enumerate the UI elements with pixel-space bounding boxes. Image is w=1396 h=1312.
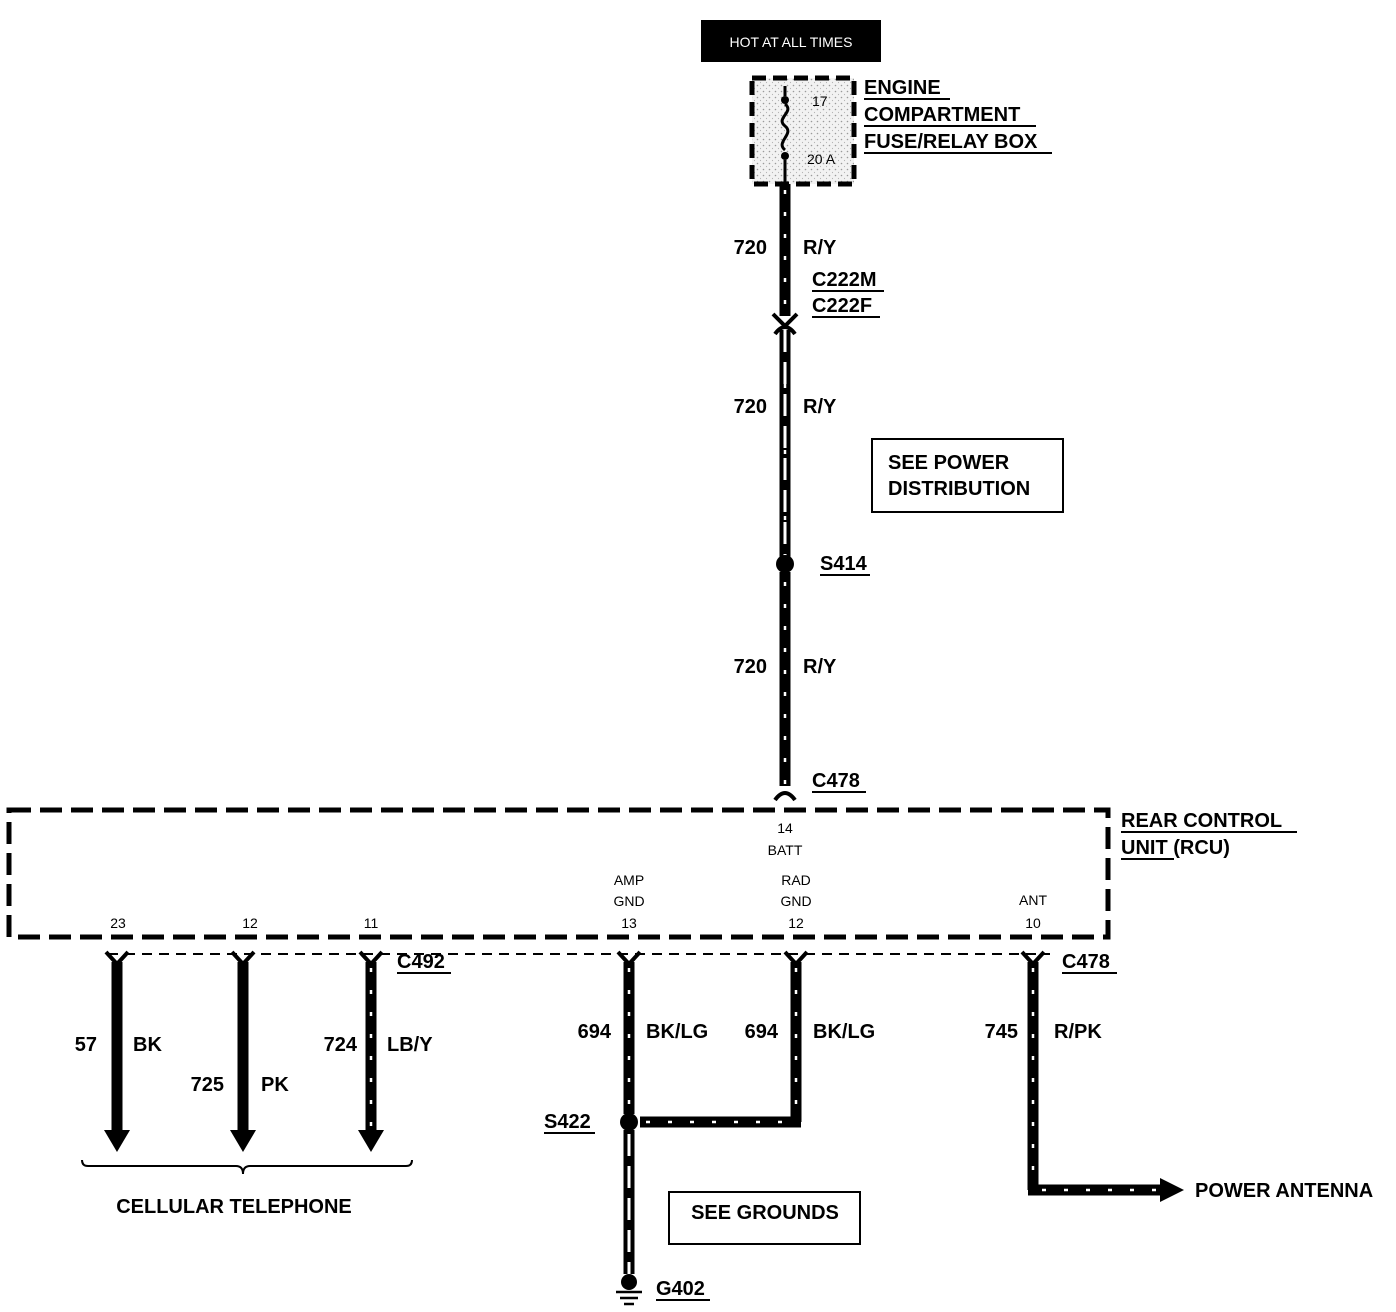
wire-725-pk	[230, 950, 256, 1152]
fuse-icon	[780, 102, 790, 152]
wire-745-color: R/PK	[1054, 1021, 1102, 1043]
cellular-bracket	[81, 1159, 413, 1175]
rcu-pin-12a-num: 12	[242, 915, 258, 931]
ground-g402-icon	[616, 1274, 642, 1306]
wire-694-color-b: BK/LG	[813, 1021, 875, 1043]
connector-c478-right: C478	[1062, 951, 1110, 973]
rcu-pin-11-num: 11	[364, 915, 379, 931]
rcu-pin-12b-name2: GND	[780, 893, 811, 909]
splice-s422-label: S422	[544, 1111, 591, 1133]
wire-724-color: LB/Y	[387, 1034, 433, 1056]
rear-control-unit-box: 14 BATT 23 12 11 AMP GND 13 RAD GND 12 A…	[6, 807, 1111, 940]
wire-745-circuit: 745	[985, 1021, 1018, 1043]
wire-720-color-3: R/Y	[803, 656, 837, 678]
fuse-box-label-1: ENGINE	[864, 77, 941, 99]
connector-c478-batt: C478	[812, 770, 860, 792]
connector-c478-batt-icon	[773, 791, 797, 802]
wire-724-circuit: 724	[324, 1034, 358, 1056]
splice-s422-dot	[620, 1113, 638, 1131]
wire-694-circuit-a: 694	[578, 1021, 612, 1043]
wire-745-rpk	[1020, 950, 1184, 1202]
fuse-relay-box: 17 20 A	[749, 75, 857, 187]
rcu-pin-12b-num: 12	[788, 915, 804, 931]
rcu-pin-13-name2: GND	[613, 893, 644, 909]
see-power-distribution-box: SEE POWER DISTRIBUTION	[871, 438, 1064, 513]
ground-g402-label: G402	[656, 1278, 705, 1300]
rcu-pin-23-num: 23	[110, 915, 126, 931]
rcu-label-2: UNIT (RCU)	[1121, 837, 1230, 859]
wire-57-color: BK	[133, 1034, 162, 1056]
wire-694-amp-gnd	[616, 950, 642, 1114]
rcu-label-1: REAR CONTROL	[1121, 810, 1282, 832]
see-power-line1: SEE POWER	[888, 452, 1010, 474]
see-grounds-label: SEE GROUNDS	[691, 1202, 839, 1224]
wire-725-circuit: 725	[191, 1074, 224, 1096]
wire-57-bk	[104, 950, 130, 1152]
wire-720-circuit-1: 720	[734, 237, 767, 259]
rcu-pin-13-name1: AMP	[614, 872, 644, 888]
cellular-telephone-label: CELLULAR TELEPHONE	[116, 1196, 352, 1218]
hot-at-all-times-label: HOT AT ALL TIMES	[730, 34, 853, 50]
rcu-pin-14-num: 14	[777, 820, 793, 836]
wire-720-circuit-3: 720	[734, 656, 767, 678]
rcu-pin-13-num: 13	[621, 915, 637, 931]
wire-725-color: PK	[261, 1074, 289, 1096]
wire-720-color-2: R/Y	[803, 396, 837, 418]
wire-694-color-a: BK/LG	[646, 1021, 708, 1043]
rcu-pin-10-name: ANT	[1019, 892, 1047, 908]
fuse-rating: 20 A	[807, 151, 836, 167]
splice-s414-dot	[776, 555, 794, 573]
wire-694-rad-gnd	[640, 950, 809, 1128]
connector-c222f: C222F	[812, 295, 872, 317]
wire-57-circuit: 57	[75, 1034, 97, 1056]
fuse-box-label-2: COMPARTMENT	[864, 104, 1020, 126]
hot-at-all-times-tag: HOT AT ALL TIMES	[701, 20, 881, 62]
rcu-pin-12b-name1: RAD	[781, 872, 811, 888]
see-grounds-box: SEE GROUNDS	[668, 1191, 861, 1245]
power-antenna-label: POWER ANTENNA	[1195, 1180, 1373, 1202]
connector-c492: C492	[397, 951, 445, 973]
rcu-pin-14-name: BATT	[768, 842, 803, 858]
connector-c222-icon	[771, 312, 799, 336]
fuse-box-label-3: FUSE/RELAY BOX	[864, 131, 1038, 153]
wire-724-lby	[358, 950, 384, 1152]
splice-s414-label: S414	[820, 553, 868, 575]
wire-720-circuit-2: 720	[734, 396, 767, 418]
connector-c222m: C222M	[812, 269, 876, 291]
wire-694-circuit-b: 694	[745, 1021, 779, 1043]
fuse-number: 17	[812, 93, 828, 109]
see-power-line2: DISTRIBUTION	[888, 478, 1030, 500]
wire-720-color-1: R/Y	[803, 237, 837, 259]
rcu-pin-10-num: 10	[1025, 915, 1041, 931]
